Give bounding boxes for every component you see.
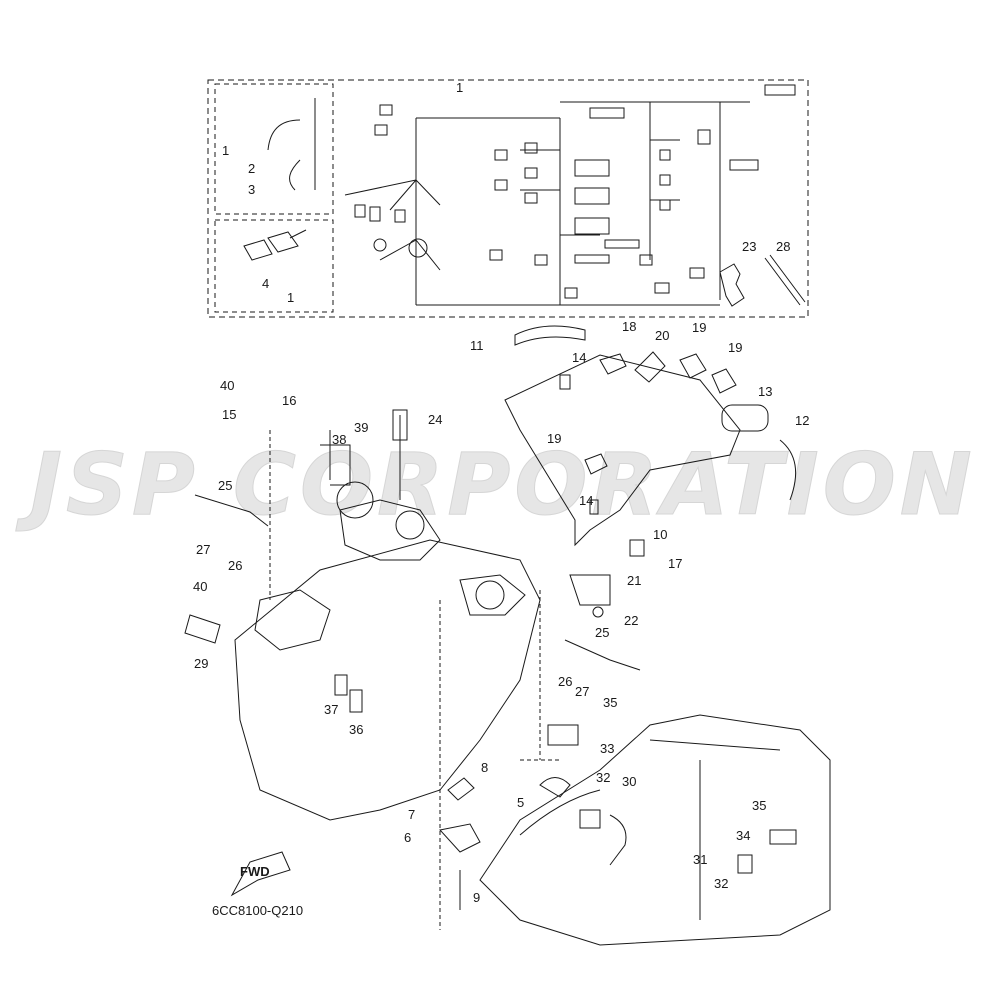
small-clips-top	[599, 351, 737, 394]
callout-label: 38	[332, 432, 346, 447]
callout-label: 19	[692, 320, 706, 335]
callout-label: 35	[752, 798, 766, 813]
callout-label: 15	[222, 407, 236, 422]
bottom-cowling-details	[519, 739, 781, 920]
callout-label: 24	[428, 412, 442, 427]
part-21-plate	[569, 574, 611, 606]
callout-label: 33	[600, 741, 614, 756]
sub-harness-box-2	[214, 219, 334, 313]
small-clips-mid	[559, 374, 645, 557]
callout-label: 30	[622, 774, 636, 789]
callout-label: 14	[579, 493, 593, 508]
callout-label: 20	[655, 328, 669, 343]
fwd-label: FWD	[240, 864, 270, 879]
callout-label: 14	[572, 350, 586, 365]
callout-label: 4	[262, 276, 269, 291]
part-11-cover	[514, 325, 586, 346]
callout-label: 27	[196, 542, 210, 557]
callout-label: 13	[758, 384, 772, 399]
callout-label: 19	[547, 431, 561, 446]
callout-label: 26	[558, 674, 572, 689]
callout-label: 40	[220, 378, 234, 393]
part-5-clip	[539, 777, 571, 798]
harness-group-box	[207, 79, 809, 318]
callout-label: 19	[728, 340, 742, 355]
callout-label: 2	[248, 161, 255, 176]
part-13-ring	[721, 404, 769, 432]
part-10-bracket	[504, 354, 741, 547]
callout-label: 29	[194, 656, 208, 671]
engine-block-details	[254, 499, 526, 651]
callout-label: 31	[693, 852, 707, 867]
callout-label: 1	[222, 143, 229, 158]
callout-label: 11	[470, 338, 484, 353]
callout-label: 9	[473, 890, 480, 905]
callout-label: 1	[456, 80, 463, 95]
part-23-clamp	[719, 263, 745, 307]
callout-label: 39	[354, 420, 368, 435]
callout-label: 25	[218, 478, 232, 493]
callout-label: 36	[349, 722, 363, 737]
sub-harness-wires	[267, 98, 316, 191]
callout-label: 35	[603, 695, 617, 710]
part-24-sensor	[392, 409, 408, 500]
callout-label: 25	[595, 625, 609, 640]
part-25-cable	[194, 494, 269, 527]
callout-label: 28	[776, 239, 790, 254]
callout-label: 32	[596, 770, 610, 785]
watermark-text: JSP CORPORATION	[30, 435, 976, 536]
callout-label: 8	[481, 760, 488, 775]
callout-label: 26	[228, 558, 242, 573]
callout-label: 7	[408, 807, 415, 822]
harness-wires	[344, 101, 750, 306]
callout-label: 17	[668, 556, 682, 571]
part-29-sensor	[184, 614, 221, 644]
callout-label: 1	[287, 290, 294, 305]
diagram-reference-code: 6CC8100-Q210	[212, 903, 304, 918]
callout-label: 12	[795, 413, 809, 428]
callout-label: 27	[575, 684, 589, 699]
part-25-cable-b	[564, 639, 641, 671]
callout-label: 6	[404, 830, 411, 845]
parts-30-33	[547, 724, 627, 866]
parts-36-37	[334, 674, 363, 713]
sub-harness-box-1	[214, 83, 334, 215]
callout-label: 10	[653, 527, 667, 542]
callout-label: 23	[742, 239, 756, 254]
callout-label: 5	[517, 795, 524, 810]
part-38-bracket	[320, 430, 351, 486]
parts-31-34	[737, 829, 797, 874]
connector-sketch	[243, 229, 307, 261]
callout-label: 40	[193, 579, 207, 594]
callout-label: 16	[282, 393, 296, 408]
fwd-arrow-shape	[230, 851, 291, 897]
callout-label: 22	[624, 613, 638, 628]
part-12-strip	[779, 439, 797, 501]
parts-6-9	[439, 777, 481, 910]
part-28-tie	[764, 254, 806, 306]
callout-label: 18	[622, 319, 636, 334]
engine-block-outline	[234, 539, 541, 821]
callout-label: 3	[248, 182, 255, 197]
callout-label: 32	[714, 876, 728, 891]
callout-label: 37	[324, 702, 338, 717]
callout-label: 21	[627, 573, 641, 588]
bottom-cowling-outline	[479, 714, 831, 946]
callout-label: 34	[736, 828, 750, 843]
